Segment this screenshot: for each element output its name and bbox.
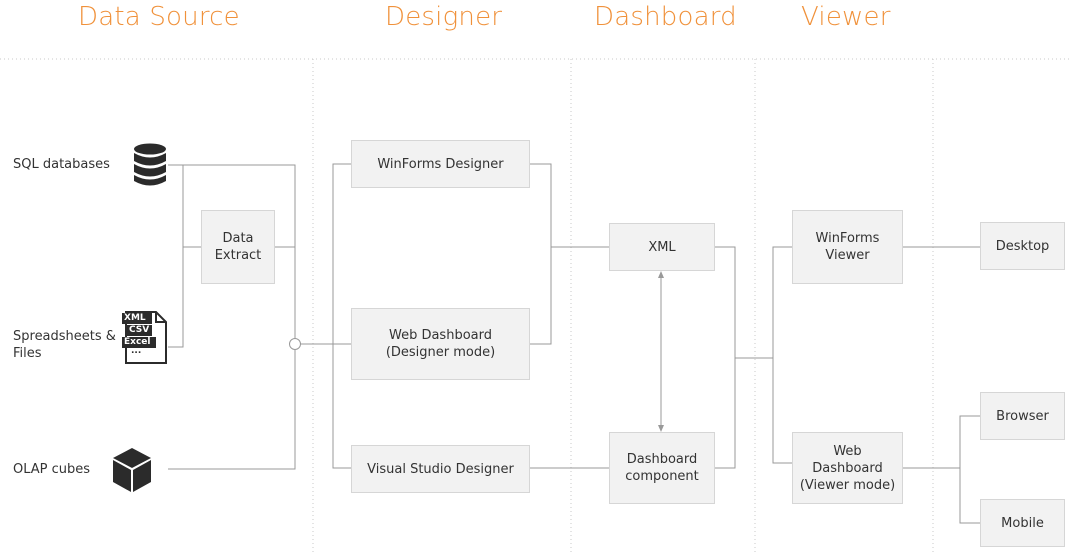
winforms-designer-label: WinForms Designer	[377, 156, 504, 172]
header-data-source: Data Source	[78, 2, 240, 32]
web-dashboard-viewer-label: Web Dashboard (Viewer mode)	[799, 443, 896, 493]
browser-box: Browser	[980, 392, 1065, 440]
web-dashboard-designer-box: Web Dashboard (Designer mode)	[351, 308, 530, 380]
file-type-csv: CSV	[129, 325, 150, 335]
cube-icon	[113, 448, 151, 492]
dashboard-component-label: Dashboard component	[625, 452, 699, 484]
visual-studio-designer-label: Visual Studio Designer	[367, 461, 514, 477]
source-label-sql: SQL databases	[13, 157, 110, 172]
data-extract-box: Data Extract	[201, 210, 275, 284]
visual-studio-designer-box: Visual Studio Designer	[351, 445, 530, 493]
file-type-more: ...	[131, 346, 142, 356]
desktop-box: Desktop	[980, 222, 1065, 270]
header-dashboard: Dashboard	[594, 2, 737, 32]
header-designer: Designer	[385, 2, 503, 32]
database-icon	[134, 143, 166, 186]
xml-box: XML	[609, 223, 715, 271]
winforms-viewer-label: WinForms Viewer	[815, 231, 880, 263]
winforms-viewer-box: WinForms Viewer	[792, 210, 903, 284]
desktop-label: Desktop	[995, 238, 1050, 254]
source-label-files: Spreadsheets & Files	[13, 329, 116, 361]
data-extract-label: Data Extract	[214, 231, 262, 263]
web-dashboard-designer-label: Web Dashboard (Designer mode)	[385, 328, 496, 360]
mobile-box: Mobile	[980, 499, 1065, 547]
mobile-label: Mobile	[1001, 515, 1044, 531]
xml-label: XML	[648, 239, 676, 255]
header-viewer: Viewer	[801, 2, 891, 32]
file-type-excel: Excel	[124, 337, 151, 347]
browser-label: Browser	[996, 408, 1049, 424]
dashboard-component-box: Dashboard component	[609, 432, 715, 504]
source-label-olap: OLAP cubes	[13, 462, 91, 477]
file-type-xml: XML	[124, 313, 146, 323]
winforms-designer-box: WinForms Designer	[351, 140, 530, 188]
files-icon: XML CSV Excel ...	[122, 311, 168, 364]
web-dashboard-viewer-box: Web Dashboard (Viewer mode)	[792, 432, 903, 504]
